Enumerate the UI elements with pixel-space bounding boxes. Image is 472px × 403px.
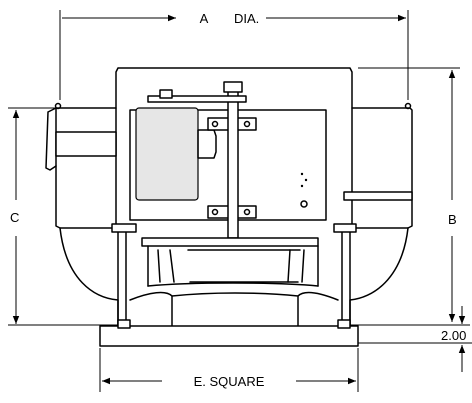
fan-shaft xyxy=(227,87,239,239)
dimension-b: B xyxy=(358,67,460,322)
base-plate xyxy=(99,325,359,347)
wheel-shroud-lines xyxy=(187,249,301,283)
base-clip-left xyxy=(117,319,131,329)
top-cover xyxy=(115,67,353,109)
rail-right xyxy=(333,223,357,233)
label-dia: DIA. xyxy=(234,11,259,26)
fan-wheel xyxy=(141,237,319,287)
label-c: C xyxy=(10,210,19,225)
fan-housing xyxy=(45,67,413,327)
motor-eyebolt xyxy=(159,89,173,99)
pulley-bottom-left xyxy=(207,205,231,219)
hood-lip-left xyxy=(45,107,57,171)
wheel-sides xyxy=(147,245,319,287)
dimension-base-height: 2.00 xyxy=(355,306,472,372)
label-base-height: 2.00 xyxy=(441,328,466,343)
motor-compartment xyxy=(129,81,327,239)
label-a: A xyxy=(200,11,209,26)
wheel-backplate xyxy=(141,237,319,247)
inner-wall-left xyxy=(115,227,127,327)
wind-band-right xyxy=(351,107,413,229)
wind-band-left xyxy=(55,107,117,229)
rail-left xyxy=(111,223,137,233)
label-e-square: E. SQUARE xyxy=(194,374,265,389)
belt-guard-top xyxy=(147,95,247,103)
wheel-blades xyxy=(157,249,305,283)
label-b: B xyxy=(448,212,457,227)
inlet-venturi xyxy=(129,291,339,327)
wheel-inlet-ring xyxy=(147,282,319,287)
shaft-cap xyxy=(223,81,243,93)
base-clip-right xyxy=(337,319,351,329)
lifting-bar-right xyxy=(343,191,413,201)
dimension-a-diameter: A DIA. xyxy=(59,10,409,100)
curb-base xyxy=(99,319,359,347)
damper-bracket-left xyxy=(55,131,117,157)
pulley-top-left xyxy=(207,117,231,131)
inlet-throat xyxy=(171,292,299,327)
motor-body xyxy=(135,107,199,201)
dimension-c: C xyxy=(8,107,56,324)
dimension-e-square: E. SQUARE xyxy=(99,348,359,392)
inner-wall-right xyxy=(341,227,353,327)
